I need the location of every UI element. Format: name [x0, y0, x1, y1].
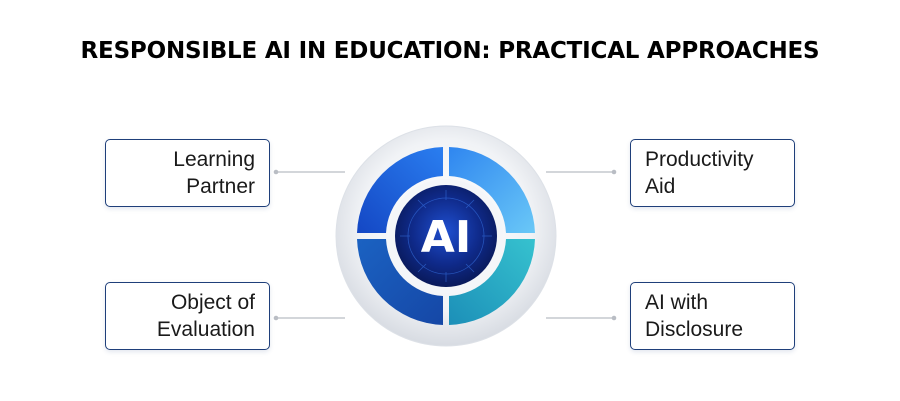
card-label-line2: Disclosure — [645, 318, 744, 341]
card-label-line2: Aid — [645, 175, 676, 198]
circuit-pattern-icon — [400, 190, 492, 282]
page-title: RESPONSIBLE AI IN EDUCATION: PRACTICAL A… — [80, 38, 820, 64]
connector-top-right — [546, 169, 617, 175]
card-productivity-aid: Productivity Aid — [630, 139, 795, 207]
ai-hub: AI — [335, 125, 557, 347]
card-label-line1: Learning — [173, 148, 255, 171]
hub-segment-top-right — [449, 147, 535, 233]
connector-bottom-right — [546, 315, 617, 321]
connector-bottom-left — [273, 315, 345, 321]
hub-segment-bottom-left — [357, 239, 443, 325]
card-label-line2: Evaluation — [156, 318, 255, 341]
card-label-line1: Productivity — [645, 148, 754, 171]
connector-top-left — [273, 169, 345, 175]
card-learning-partner: Learning Partner — [105, 139, 270, 207]
card-label-line2: Partner — [186, 175, 255, 198]
card-label-line1: Object of — [170, 291, 255, 314]
hub-core — [395, 185, 497, 287]
hub-label: AI — [421, 212, 471, 263]
hub-segment-bottom-right — [449, 239, 535, 325]
hub-segment-top-left — [357, 147, 443, 233]
card-ai-with-disclosure: AI with Disclosure — [630, 282, 795, 350]
card-object-of-evaluation: Object of Evaluation — [105, 282, 270, 350]
card-label-line1: AI with — [645, 291, 709, 314]
